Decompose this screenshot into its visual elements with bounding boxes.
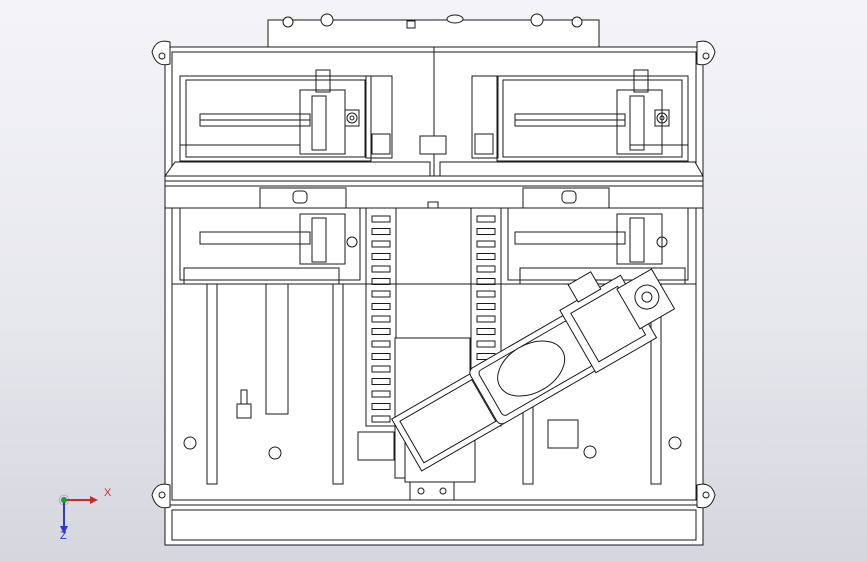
cross-beam [164,161,704,211]
robot-arm[interactable] [378,245,683,473]
upper-right-gripper-module [419,69,689,162]
rail-slot [476,328,496,335]
rail-slot [476,215,496,223]
rail-slot [371,240,391,248]
rail-slot [371,303,391,310]
rail-slot [371,328,391,335]
rail-slot [371,365,391,373]
small-fittings [183,389,682,461]
corner-feet [151,40,716,509]
rail-slot [476,265,496,273]
rail-slot [371,265,391,273]
rail-slot [476,228,496,235]
rail-slot [371,315,391,323]
axis-x-label: X [104,487,112,499]
top-plate [267,13,600,48]
rail-slot [476,340,496,348]
rail-slot [476,240,496,248]
rail-slot [371,378,391,385]
rail-slot [371,390,391,398]
coordinate-triad [58,494,98,534]
rail-slot [371,228,391,235]
upper-left-gripper-module [179,69,393,162]
rail-slot [371,290,391,298]
rail-slot [371,340,391,348]
rail-slot [371,403,391,410]
rail-slot [476,303,496,310]
rail-slot [476,315,496,323]
rail-slot [476,290,496,298]
axis-z-label: Z [60,530,67,542]
rail-slot [371,215,391,223]
rail-slot [476,253,496,260]
rail-slot [371,415,391,423]
lower-right-gripper-module [507,207,689,285]
rail-slot [371,353,391,360]
lower-left-gripper-module [179,207,361,285]
rail-slot [371,253,391,260]
